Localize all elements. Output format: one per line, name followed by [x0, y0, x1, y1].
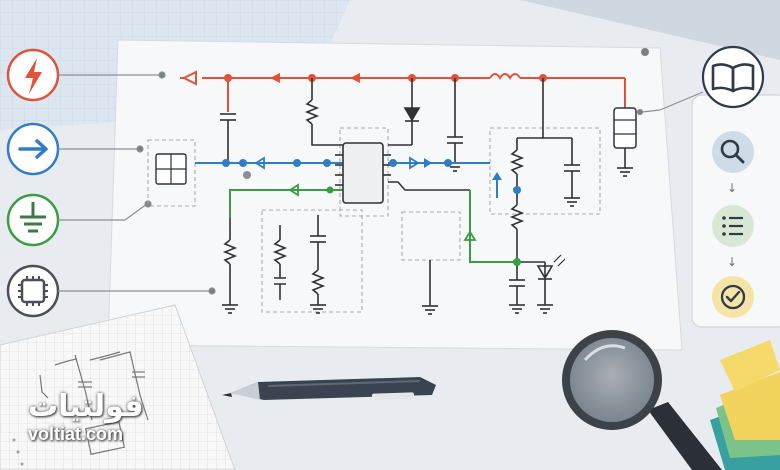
ground-icon	[6, 193, 60, 247]
notebook	[0, 304, 236, 470]
brand-watermark: فولتيات voltiat.com	[28, 392, 144, 445]
pen	[222, 377, 436, 400]
brand-arabic: فولتيات	[28, 389, 144, 424]
lightning-icon	[6, 48, 60, 102]
sticky-notes	[710, 340, 780, 470]
brand-latin: voltiat.com	[28, 424, 124, 444]
check-icon	[712, 276, 754, 318]
magnifier-icon	[712, 131, 754, 173]
arrow-right-icon	[6, 122, 60, 176]
magnifying-glass	[562, 330, 722, 470]
svg-text:↓: ↓	[727, 181, 737, 195]
list-icon	[712, 205, 754, 247]
book-icon	[701, 45, 765, 109]
schematic-paper	[107, 39, 683, 351]
chip-icon	[6, 264, 60, 318]
ic-chip	[342, 142, 384, 204]
svg-text:↓: ↓	[727, 255, 737, 269]
schematic	[147, 70, 637, 315]
